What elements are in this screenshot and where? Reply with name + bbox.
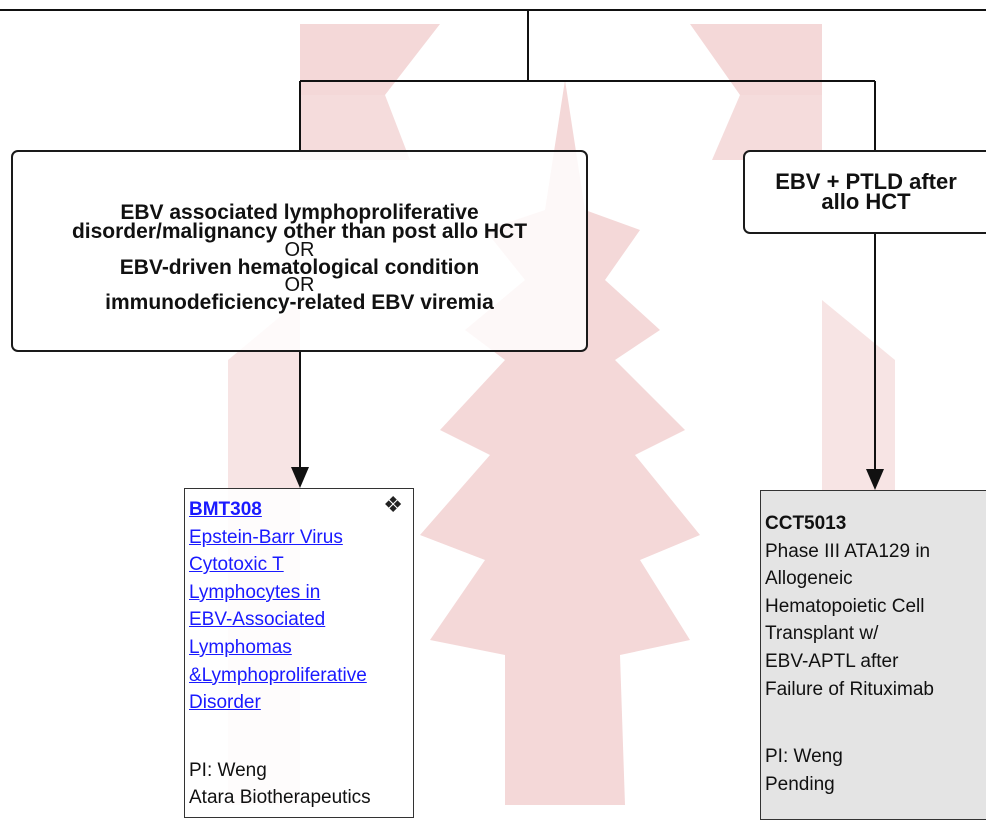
ptld-line-2: allo HCT — [821, 189, 911, 214]
condition-line-4: immunodeficiency-related EBV viremia — [105, 290, 494, 314]
principal-investigator: PI: Weng — [765, 746, 843, 768]
diamond-cluster-icon: ❖ — [383, 492, 403, 517]
trial-title-line: Allogeneic — [765, 568, 853, 590]
trial-title-link[interactable]: Lymphocytes in — [189, 581, 321, 603]
condition-box-right: EBV + PTLD after allo HCT — [743, 150, 986, 234]
condition-line-3: EBV-driven hematological condition — [119, 255, 480, 279]
trial-title-line: EBV-APTL after — [765, 650, 899, 672]
arrowhead-left — [291, 467, 309, 488]
spacer — [189, 717, 409, 757]
sponsor-name: Atara Biotherapeutics — [189, 787, 371, 809]
trial-code-link[interactable]: BMT308 — [189, 499, 262, 520]
trial-title-line: Failure of Rituximab — [765, 678, 934, 700]
trial-card-bmt308: ❖ BMT308 Epstein-Barr Virus Cytotoxic T … — [184, 488, 414, 818]
condition-box-left: EBV associated lymphoproliferative disor… — [11, 150, 588, 352]
trial-title-line: Phase III ATA129 in — [765, 540, 931, 562]
trial-title-link[interactable]: Lymphomas — [189, 636, 292, 658]
trial-title-line: Transplant w/ — [765, 623, 879, 645]
or-separator-1: OR — [284, 238, 315, 261]
arrowhead-right — [866, 469, 884, 490]
spacer — [765, 703, 986, 743]
trial-code: CCT5013 — [765, 513, 847, 534]
or-separator-2: OR — [284, 273, 315, 296]
trial-title-link[interactable]: EBV-Associated — [189, 609, 326, 631]
condition-line-1: EBV associated lymphoproliferative — [120, 200, 479, 224]
ptld-line-1: EBV + PTLD after — [775, 169, 957, 194]
trial-title-link[interactable]: Disorder — [189, 692, 261, 714]
principal-investigator: PI: Weng — [189, 759, 267, 781]
trial-title-link[interactable]: Epstein-Barr Virus — [189, 526, 343, 548]
trial-title-line: Hematopoietic Cell — [765, 595, 925, 617]
trial-title-link[interactable]: Cytotoxic T — [189, 554, 284, 576]
trial-status: Pending — [765, 773, 835, 795]
trial-title-link[interactable]: &Lymphoproliferative — [189, 664, 367, 686]
condition-line-2: disorder/malignancy other than post allo… — [71, 219, 528, 243]
trial-card-cct5013: CCT5013 Phase III ATA129 in Allogeneic H… — [760, 490, 986, 820]
